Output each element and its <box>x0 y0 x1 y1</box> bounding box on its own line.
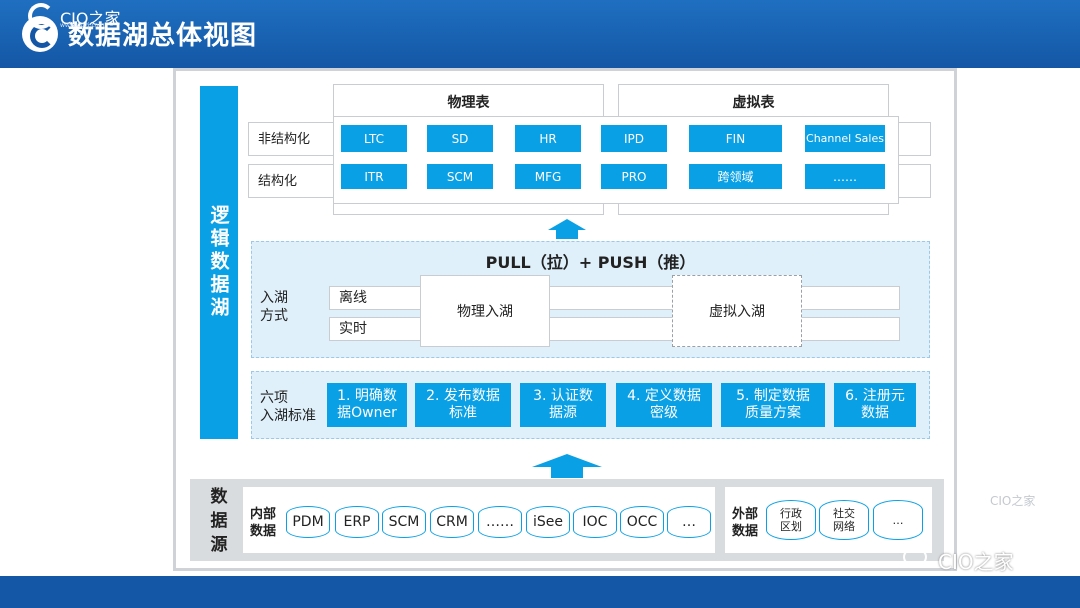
standard-line1: 2. 发布数据 <box>426 388 500 404</box>
offline-label: 离线 <box>339 290 367 306</box>
standard-line2: 质量方案 <box>745 405 801 421</box>
external-source-cylinder: … <box>873 500 923 540</box>
internal-label-line2: 数据 <box>250 524 277 539</box>
domain-cell: FIN <box>689 125 782 152</box>
data-source-cylinder: PDM <box>286 506 330 538</box>
physical-ingest-box: 物理入湖 <box>420 275 550 347</box>
standard-line1: 1. 明确数 <box>337 388 397 404</box>
external-source-cylinder: 社交网络 <box>819 500 869 540</box>
external-line1: … <box>892 513 904 527</box>
standard-line1: 3. 认证数 <box>533 388 593 404</box>
standard-line1: 4. 定义数据 <box>627 388 701 404</box>
data-source-cylinder: …… <box>478 506 522 538</box>
up-arrow-stem <box>556 229 578 239</box>
external-line2: 网络 <box>833 520 855 533</box>
data-source-cylinder: … <box>667 506 711 538</box>
realtime-row <box>329 317 900 341</box>
domain-cell: MFG <box>515 164 581 189</box>
data-source-cylinder: IOC <box>573 506 617 538</box>
data-source-cylinder: ERP <box>335 506 379 538</box>
internal-label-line1: 内部 <box>250 507 277 522</box>
sources-label: 数据源 <box>210 487 228 555</box>
standard-item: 2. 发布数据标准 <box>415 383 511 427</box>
standard-item: 3. 认证数据源 <box>520 383 606 427</box>
domain-cell: LTC <box>341 125 407 152</box>
domain-cell: Channel Sales <box>805 125 885 152</box>
domain-cell: HR <box>515 125 581 152</box>
offline-row <box>329 286 900 310</box>
ingestion-label-line1: 入湖 <box>260 290 288 306</box>
ingestion-title: PULL（拉）+ PUSH（推） <box>485 253 696 272</box>
standards-label-line2: 入湖标准 <box>260 408 316 424</box>
standard-line2: 数据 <box>861 405 889 421</box>
data-source-cylinder: SCM <box>382 506 426 538</box>
cio-logo-icon <box>28 3 54 29</box>
standard-item: 5. 制定数据质量方案 <box>721 383 825 427</box>
domain-cell: SCM <box>427 164 493 189</box>
up-arrow-icon <box>532 454 602 467</box>
virtual-table-title: 虚拟表 <box>732 95 775 111</box>
physical-table-title: 物理表 <box>447 95 490 111</box>
watermark-wechat: CIO之家 <box>938 550 1014 574</box>
up-arrow-stem <box>551 466 583 478</box>
domain-cell: PRO <box>601 164 667 189</box>
external-label-line1: 外部 <box>732 507 759 522</box>
domain-cell: ITR <box>341 164 407 189</box>
external-source-cylinder: 行政区划 <box>766 500 816 540</box>
page-title: 数据湖总体视图 <box>68 21 258 51</box>
virtual-ingest-box: 虚拟入湖 <box>672 275 802 347</box>
standard-line2: 密级 <box>650 405 678 421</box>
ingestion-label-line2: 方式 <box>260 308 288 324</box>
structured-label: 结构化 <box>258 174 298 189</box>
header-bar <box>0 0 1080 68</box>
external-line2: 区划 <box>780 520 802 533</box>
up-arrow-icon <box>548 219 586 230</box>
external-line1: 社交 <box>833 507 855 520</box>
standard-line1: 5. 制定数据 <box>736 388 810 404</box>
standard-line1: 6. 注册元 <box>845 388 905 404</box>
standard-item: 6. 注册元数据 <box>834 383 916 427</box>
domain-cell: 跨领域 <box>689 164 782 189</box>
footer-bar <box>0 576 1080 608</box>
footer-brand: CIO之家 <box>60 9 121 28</box>
standard-item: 4. 定义数据密级 <box>616 383 712 427</box>
domain-cell: SD <box>427 125 493 152</box>
standard-line2: 据Owner <box>337 405 397 421</box>
domain-cell: …… <box>805 164 885 189</box>
unstructured-label: 非结构化 <box>258 132 311 147</box>
footer-url: www.ciozj.com <box>60 22 105 29</box>
realtime-label: 实时 <box>339 321 367 337</box>
data-source-cylinder: CRM <box>430 506 474 538</box>
wechat-icon <box>903 547 927 567</box>
standard-line2: 据源 <box>549 405 577 421</box>
data-source-cylinder: OCC <box>620 506 664 538</box>
virtual-ingest-label: 虚拟入湖 <box>709 304 765 320</box>
external-line1: 行政 <box>780 507 802 520</box>
standard-line2: 标准 <box>449 405 477 421</box>
external-label-line2: 数据 <box>732 524 759 539</box>
logical-lake-bar: 逻辑数据湖 <box>200 86 238 439</box>
physical-ingest-label: 物理入湖 <box>457 304 513 320</box>
standard-item: 1. 明确数据Owner <box>327 383 407 427</box>
domain-cell: IPD <box>601 125 667 152</box>
watermark-brand: CIO之家 <box>990 494 1036 508</box>
logical-lake-label: 逻辑数据湖 <box>207 205 230 320</box>
data-source-cylinder: iSee <box>526 506 570 538</box>
standards-label-line1: 六项 <box>260 390 288 406</box>
